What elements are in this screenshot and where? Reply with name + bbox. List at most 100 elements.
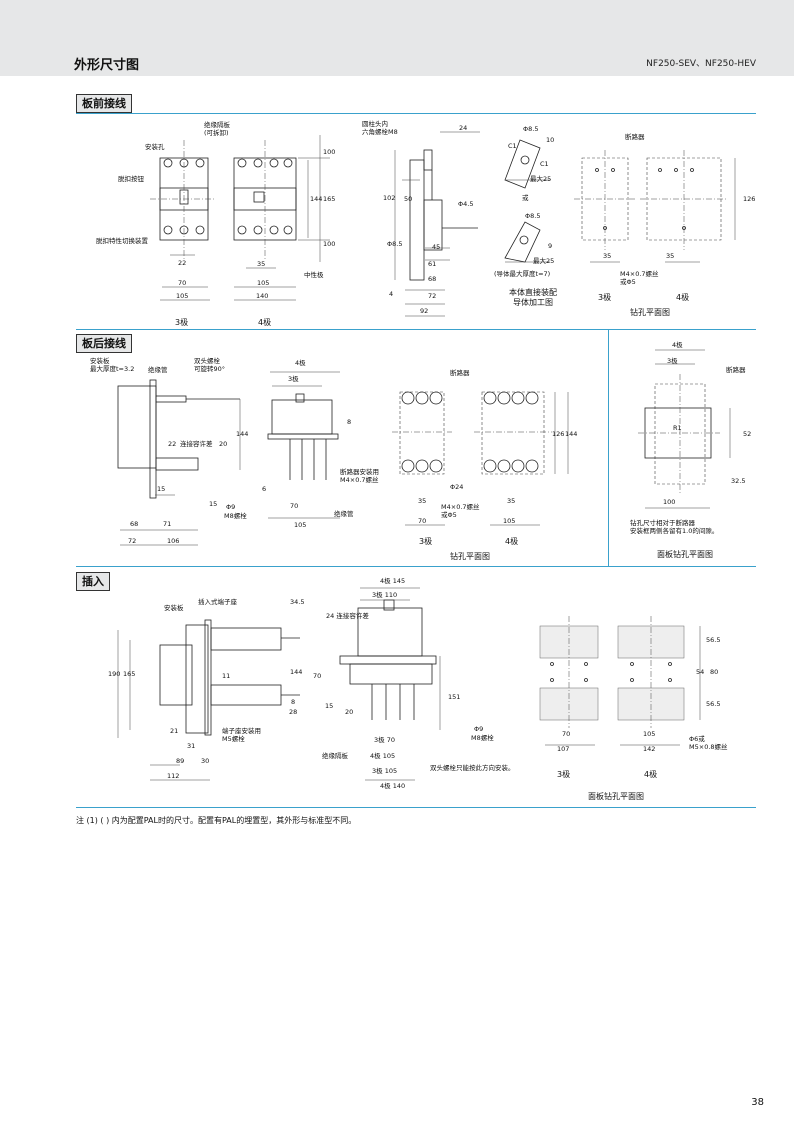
front-dim-100a: 100 (323, 148, 336, 156)
rear-3p-caption: 3极 (419, 537, 433, 546)
plugin-dim-21: 21 (170, 727, 179, 735)
front-insul-barrier-label: 绝缘隔板 (可拆卸) (204, 121, 230, 137)
front-dim-105b: 105 (257, 279, 270, 287)
front-dim-68: 68 (428, 275, 437, 283)
plugin-socket-bolt-label: 端子座安装用 M5螺栓 (222, 727, 261, 743)
front-side-view (394, 131, 480, 317)
rear-side-view (117, 379, 241, 546)
model-label: NF250-SEV、NF250-HEV (646, 59, 756, 69)
front-4p-body (233, 135, 330, 301)
front-dim-phi85a: Φ8.5 (387, 240, 403, 248)
rear-dim-144b: 144 (565, 430, 578, 438)
front-dim-72: 72 (428, 292, 437, 300)
rear-panel-breaker: 断路器 (726, 366, 746, 374)
rear-plate-label: 安装板 最大厚度t=3.2 (90, 357, 135, 373)
front-dim-165: 165 (323, 195, 336, 203)
plugin-dim-4p145: 4极 145 (380, 577, 406, 585)
rear-dim-phi9: Φ9 (226, 503, 236, 511)
plugin-dim-89: 89 (176, 757, 185, 765)
rear-dim-71: 71 (163, 520, 172, 528)
front-conductor-details (504, 139, 550, 263)
front-breaker-label: 断路器 (625, 133, 645, 141)
plugin-dim-tol: 24 连接容许差 (326, 612, 369, 620)
front-bolt-label: 圆柱头内 六角螺栓M8 (362, 120, 398, 136)
rear-panel-325: 32.5 (731, 477, 746, 485)
plugin-dim-565a: 56.5 (706, 636, 721, 644)
rear-mount-screw-label: 断路器安装用 M4×0.7螺丝 (340, 468, 379, 484)
plugin-dim-190: 190 (108, 670, 121, 678)
front-dim-126: 126 (743, 195, 756, 203)
rear-4p-caption: 4极 (505, 537, 519, 546)
front-dim-102: 102 (383, 194, 396, 202)
front-drill-plans (574, 150, 736, 263)
rear-drill-plans (392, 391, 569, 526)
plugin-dim-142: 142 (643, 745, 656, 753)
rear-dim-15b: 15 (209, 500, 218, 508)
page-header: 外形尺寸图 NF250-SEV、NF250-HEV (0, 0, 794, 76)
front-dim-100b: 100 (323, 240, 336, 248)
plugin-dim-20: 20 (345, 708, 354, 716)
section-rear-top-rule (76, 329, 756, 330)
front-dim-max25a: 最大25 (530, 175, 552, 183)
rear-dim-70: 70 (290, 502, 299, 510)
plugin-dim-4p105: 4极 105 (370, 752, 396, 760)
rear-dim-35b: 35 (507, 497, 516, 505)
rear-stud-label: 双头螺栓 可旋转90° (194, 357, 226, 373)
rear-panel-note: 钻孔尺寸相对于断路器 安装框两侧各留有1.0的间隙。 (630, 519, 719, 535)
rear-dim-106: 106 (167, 537, 180, 545)
plugin-front-view (339, 587, 441, 781)
rear-dim-4p: 4极 (295, 359, 306, 367)
front-dim-phi85b: Φ8.5 (523, 125, 539, 133)
front-dim-4: 4 (389, 290, 394, 298)
plugin-dim-70b: 70 (562, 730, 571, 738)
front-dim-10: 10 (546, 136, 555, 144)
rear-dim-3p: 3极 (288, 375, 299, 383)
plugin-dim-4p140: 4极 140 (380, 782, 406, 790)
plugin-dim-70: 70 (313, 672, 322, 680)
section-note-rule (76, 807, 756, 808)
plugin-dim-3p105: 3极 105 (372, 767, 398, 775)
rear-dim-144: 144 (236, 430, 249, 438)
rear-panel-r1: R1 (673, 424, 682, 432)
rear-dim-tol: 连接容许差 (180, 440, 213, 448)
front-dim-35d: 35 (666, 252, 675, 260)
plugin-plate-label: 安装板 (164, 604, 184, 612)
plugin-barrier-label: 绝缘隔板 (322, 752, 348, 760)
rear-front-view (267, 371, 340, 519)
rear-breaker-label: 断路器 (450, 369, 470, 377)
rear-dim-phi24: Φ24 (450, 483, 464, 491)
plugin-phi6-label: Φ6或 M5×0.8螺丝 (689, 735, 728, 751)
rear-dim-20: 20 (219, 440, 228, 448)
plugin-dim-107: 107 (557, 745, 570, 753)
rear-dim-105: 105 (294, 521, 307, 529)
front-dim-9: 9 (548, 242, 553, 250)
front-3p-caption: 3极 (175, 318, 189, 327)
footnote: 注 (1) ( ) 内为配置PAL时的尺寸。配置有PAL的埋置型，其外形与标准型… (76, 816, 357, 825)
rear-insul-tube2-label: 绝缘管 (334, 510, 354, 518)
rear-dim-15a: 15 (157, 485, 166, 493)
plugin-dim-80: 80 (710, 668, 719, 676)
rear-dim-35a: 35 (418, 497, 427, 505)
front-dim-105a: 105 (176, 292, 189, 300)
plugin-dim-28: 28 (289, 708, 298, 716)
rear-dim-68: 68 (130, 520, 139, 528)
front-dim-22: 22 (178, 259, 187, 267)
plugin-dim-54: 54 (696, 668, 705, 676)
front-trip-switch-label: 脱扣特性切换装置 (96, 237, 148, 245)
front-dim-61: 61 (428, 260, 437, 268)
rear-dim-8: 8 (347, 418, 352, 426)
front-3p-caption-b: 3极 (598, 293, 612, 302)
rear-panel-52: 52 (743, 430, 752, 438)
rear-dim-m8: M8螺栓 (224, 512, 247, 520)
front-mount-hole-label: 安装孔 (145, 143, 165, 151)
front-neutral-label: 中性极 (304, 271, 324, 279)
front-dim-45: 45 (432, 243, 441, 251)
plugin-dim-345: 34.5 (290, 598, 305, 606)
front-dim-35c: 35 (603, 252, 612, 260)
section-front-label: 板前接线 (76, 94, 132, 113)
front-dim-max25b: 最大25 (533, 257, 555, 265)
section-front-rule (76, 113, 756, 114)
plugin-dim-151: 151 (448, 693, 461, 701)
rear-drill-caption: 钻孔平面图 (450, 552, 490, 561)
section-plugin-label: 插入 (76, 572, 110, 591)
